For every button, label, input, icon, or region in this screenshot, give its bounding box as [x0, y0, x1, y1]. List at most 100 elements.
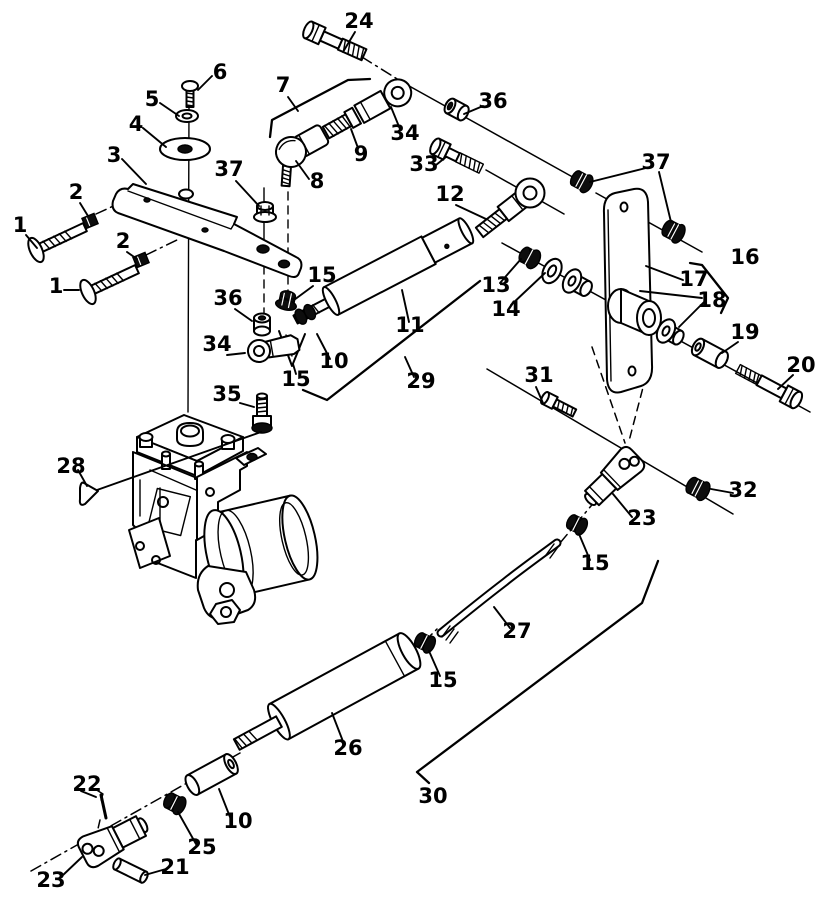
assembly-axis-lines [30, 56, 811, 872]
bracket-group-29 [301, 279, 482, 402]
washer-18-right-drawing [655, 318, 685, 346]
leader-line [658, 171, 672, 223]
motor-end-nut [209, 599, 241, 625]
callout-13: 13 [481, 273, 510, 297]
nut-15-bar-drawing [274, 290, 297, 311]
callout-33: 33 [409, 152, 438, 176]
pump-assembly-drawing [128, 414, 319, 625]
bar-hole [178, 188, 194, 200]
nut-25-drawing [162, 792, 187, 816]
leader-line [404, 356, 415, 378]
callout-2-b: 2 [116, 229, 131, 253]
bushing-36-top-drawing [443, 97, 470, 122]
callout-4: 4 [129, 112, 144, 136]
bar-hole [256, 244, 270, 254]
leader-line [721, 341, 739, 354]
bar-hole [277, 259, 291, 269]
leader-line [493, 606, 511, 629]
washer-5-drawing [175, 109, 199, 123]
leader-line [226, 352, 246, 356]
leader-line [645, 265, 684, 281]
callout-30: 30 [418, 784, 447, 808]
leader-line [287, 96, 299, 112]
clevis-34-left-drawing [247, 334, 301, 363]
nut-37-left-drawing [253, 201, 277, 223]
leader-line [239, 402, 255, 408]
leader-line [463, 105, 484, 115]
callout-23-bottom: 23 [36, 868, 65, 892]
leader-line [218, 788, 231, 818]
callout-36-left: 36 [213, 286, 242, 310]
nut-32-drawing [685, 476, 711, 502]
callout-37-left: 37 [214, 157, 243, 181]
leader-line [293, 285, 314, 301]
leader-line [177, 811, 197, 845]
link-rod-11-drawing [292, 217, 475, 325]
callout-10-top: 10 [319, 349, 348, 373]
leader-line [710, 488, 734, 494]
bracket-group-7 [268, 77, 372, 139]
callout-24: 24 [344, 9, 373, 33]
leader-line [234, 308, 253, 322]
trim-cylinder-26-drawing [232, 632, 422, 751]
leader-line [678, 300, 706, 328]
leader-line [126, 251, 138, 260]
leader-line [499, 258, 522, 284]
leader-line [144, 868, 167, 876]
callout-15-arrow: 15 [281, 367, 310, 391]
clevis-23-right-drawing [584, 445, 646, 507]
callout-1-a: 1 [13, 213, 28, 237]
bushing-18-left-drawing [561, 268, 593, 297]
nut-13-drawing [518, 246, 542, 270]
adjuster-31-drawing [540, 391, 578, 418]
leader-line [25, 234, 38, 249]
shift-rod-27-drawing [436, 538, 562, 644]
leader-line [159, 102, 180, 117]
cotter-pin-22-drawing [94, 788, 108, 820]
leader-line [578, 533, 591, 561]
callout-16: 16 [730, 245, 759, 269]
callout-34-left: 34 [202, 332, 231, 356]
anchor-bar-3-drawing [111, 183, 303, 278]
leader-line [455, 204, 487, 220]
callout-23-right: 23 [627, 506, 656, 530]
washer-4-drawing [159, 137, 211, 161]
leader-line [235, 180, 260, 207]
leader-line [350, 128, 359, 149]
bolt-24-drawing [302, 20, 368, 62]
callout-9: 9 [354, 142, 369, 166]
bolt-33-drawing [429, 137, 485, 174]
leader-line [435, 156, 447, 166]
callout-26: 26 [333, 736, 362, 760]
plate-hole [619, 201, 629, 213]
callout-27: 27 [502, 619, 531, 643]
leader-line [639, 290, 703, 299]
bolt-20-drawing [734, 363, 804, 410]
leader-line [777, 374, 794, 390]
nut-37-upper-drawing [569, 170, 594, 194]
callout-5: 5 [145, 87, 160, 111]
bushing-36-left-drawing [253, 312, 271, 337]
clevis-23-bottom-drawing [76, 815, 149, 869]
rod-end-12-drawing [474, 177, 546, 239]
bolt-35-drawing [251, 392, 273, 434]
callout-29: 29 [406, 369, 435, 393]
callout-28: 28 [56, 454, 85, 478]
callout-32: 32 [728, 478, 757, 502]
callout-14: 14 [491, 297, 520, 321]
bolt-1b-drawing [79, 264, 140, 306]
leader-line [535, 386, 544, 404]
callout-15-mid: 15 [580, 551, 609, 575]
callout-8: 8 [310, 169, 325, 193]
leader-line [510, 272, 546, 306]
leader-line [295, 160, 310, 180]
plate-boss [607, 288, 662, 336]
leader-line [79, 202, 89, 217]
side-bracket [128, 517, 171, 569]
leader-line [197, 75, 213, 91]
leader-line [342, 31, 356, 53]
callout-21: 21 [160, 855, 189, 879]
leader-line [331, 712, 345, 745]
spacer-10-bottom-drawing [184, 753, 239, 796]
